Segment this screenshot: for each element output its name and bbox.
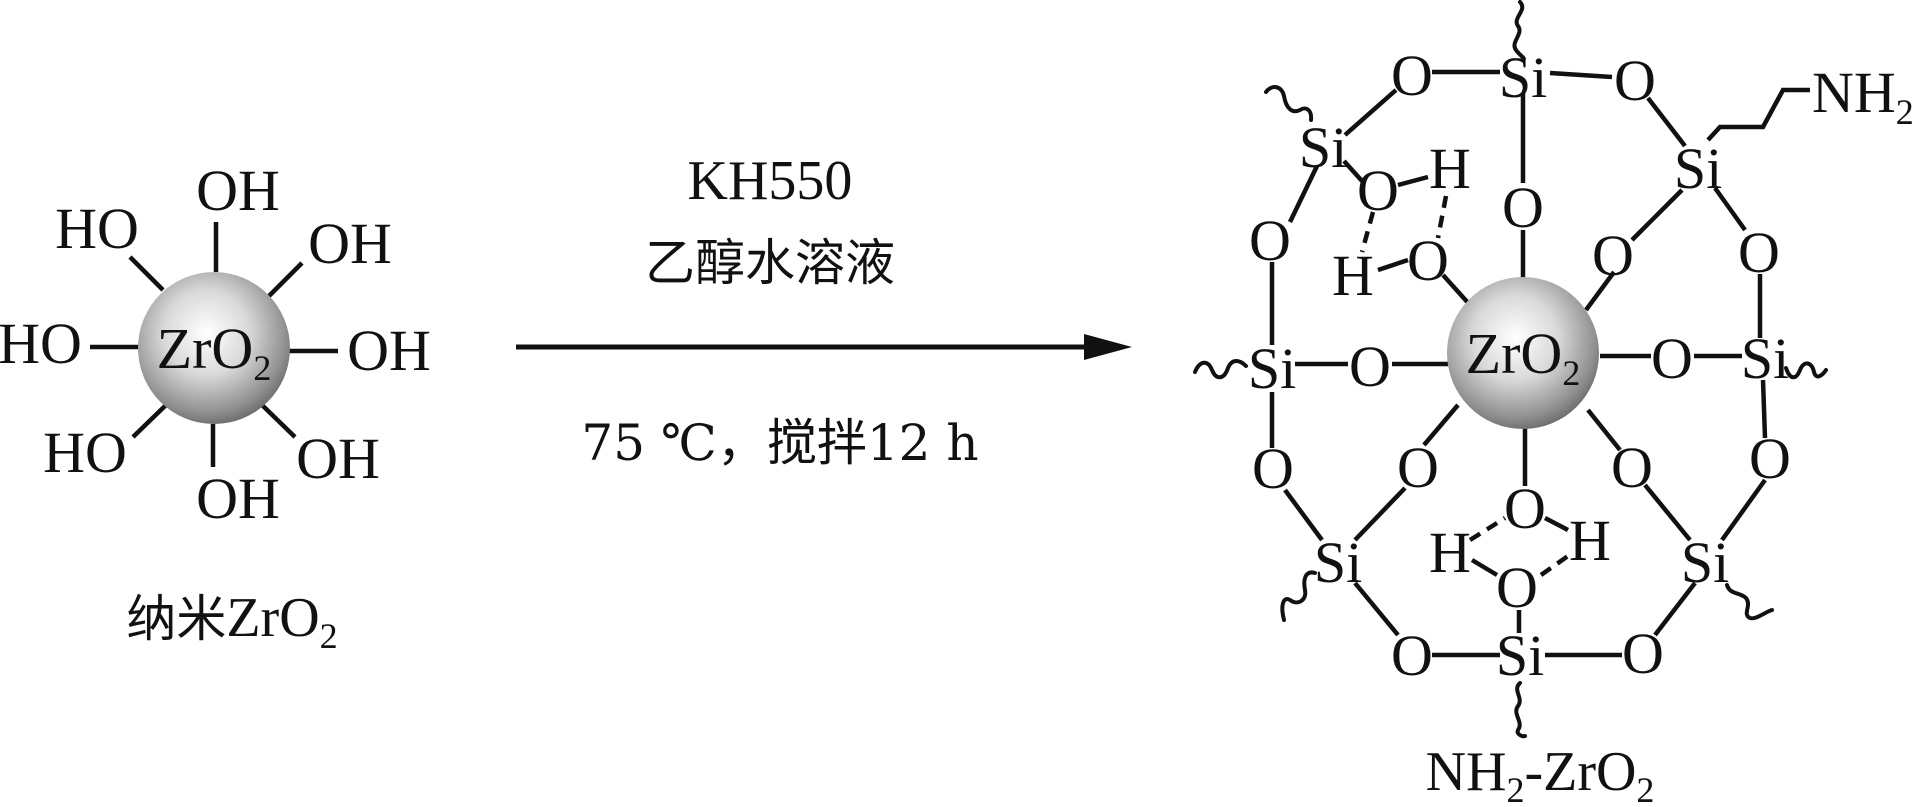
o-atom: O (1622, 621, 1664, 686)
si-atom-lower-left: Si (1314, 530, 1362, 595)
reactant-core-label: ZrO2 (157, 316, 272, 388)
reagent-label: KH550 (688, 150, 853, 212)
o-atom: O (1349, 334, 1391, 399)
wavy-bond-icon (1725, 583, 1774, 621)
reactant-nano-zro2: ZrO2 OH HO OH HO OH HO OH OH 纳米ZrO2 (0, 158, 431, 656)
wavy-bond-icon (1264, 85, 1314, 122)
wavy-bond-icon (1512, 0, 1526, 62)
si-atom-left: Si (1248, 336, 1296, 401)
amine-group: NH2 (1812, 60, 1914, 132)
o-atom: O (1391, 623, 1433, 688)
hydrogen-bonds (1359, 195, 1570, 577)
si-atom-bottom: Si (1496, 623, 1544, 688)
wavy-bond-icon (1784, 361, 1828, 380)
product-bonds (1269, 69, 1810, 658)
o-atom: O (1749, 426, 1791, 491)
h-atom: H (1429, 520, 1471, 585)
reactant-bonds (90, 222, 338, 467)
si-atom-upper-right: Si (1674, 136, 1722, 201)
reaction-arrow-group: KH550 乙醇水溶液 75 ℃，搅拌12 h (516, 150, 1132, 472)
si-atom-lower-right: Si (1681, 530, 1729, 595)
hydroxyl-lower-left: HO (43, 420, 127, 485)
reactant-caption: 纳米ZrO2 (126, 587, 337, 656)
hydroxyl-left: HO (0, 311, 82, 376)
h-atom: H (1569, 508, 1611, 573)
wavy-bond-icons (1193, 0, 1828, 739)
si-atom-right: Si (1741, 326, 1789, 391)
solvent-label: 乙醇水溶液 (645, 234, 895, 292)
product-nh2-zro2: ZrO2 Si Si Si Si Si Si Si Si O O O O O O… (1193, 0, 1914, 807)
product-core-label: ZrO2 (1466, 321, 1581, 393)
o-atom-hydroxyl: O (1504, 476, 1546, 541)
h-atom: H (1332, 243, 1374, 308)
o-atom: O (1397, 435, 1439, 500)
zro2-sphere-product (1447, 277, 1599, 429)
o-atom-hydroxyl: O (1357, 158, 1399, 223)
hydroxyl-bottom: OH (196, 466, 280, 531)
o-atom: O (1651, 326, 1693, 391)
hydroxyl-upper-left: HO (55, 196, 139, 261)
hydroxyl-right: OH (347, 318, 431, 383)
si-atom-upper-left: Si (1299, 115, 1347, 180)
o-atom: O (1502, 175, 1544, 240)
o-atom: O (1252, 436, 1294, 501)
o-atom-hydroxyl: O (1407, 228, 1449, 293)
wavy-bond-icon (1280, 570, 1317, 622)
arrow-head-icon (1084, 334, 1132, 360)
o-atom: O (1614, 48, 1656, 113)
o-atom: O (1249, 208, 1291, 273)
zro2-sphere-reactant (138, 272, 290, 424)
o-atom: O (1592, 223, 1634, 288)
conditions-label: 75 ℃，搅拌12 h (581, 414, 978, 472)
o-atom: O (1738, 220, 1780, 285)
hydroxyl-upper-right: OH (308, 211, 392, 276)
hydroxyl-lower-right: OH (296, 426, 380, 491)
hydroxyl-top: OH (196, 158, 280, 223)
o-atom: O (1391, 43, 1433, 108)
wavy-bond-icon (1514, 681, 1527, 739)
wavy-bond-icon (1193, 359, 1248, 380)
o-atom: O (1611, 435, 1653, 500)
product-caption: NH2-ZrO2 (1426, 741, 1655, 807)
h-atom: H (1429, 136, 1471, 201)
o-atom-hydroxyl: O (1496, 555, 1538, 620)
